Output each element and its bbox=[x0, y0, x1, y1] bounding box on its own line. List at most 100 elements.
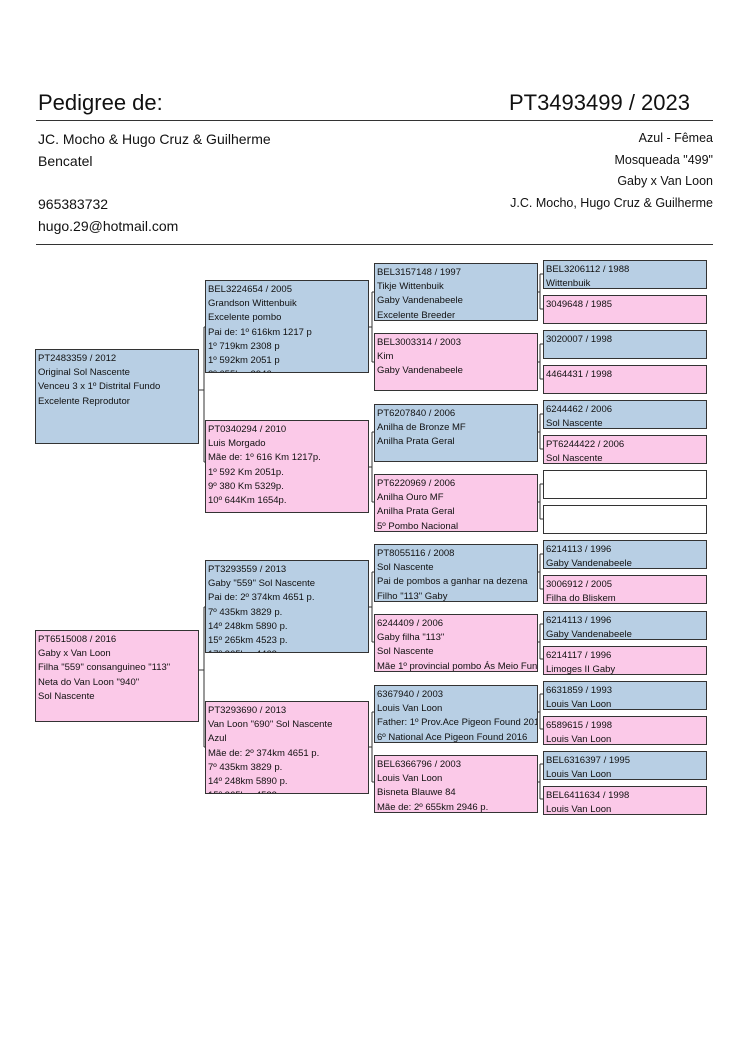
pedigree-line: Mãe de: 2º 374km 4651 p. bbox=[208, 747, 320, 759]
pedigree-line: 4464431 / 1998 bbox=[546, 369, 613, 380]
pedigree-line: Excelente pombo bbox=[208, 312, 282, 324]
pedigree-line: Louis Van Loon bbox=[377, 703, 443, 715]
gen4-box-8-empty bbox=[543, 505, 707, 534]
pedigree-line: PT3293690 / 2013 bbox=[208, 705, 287, 716]
pedigree-line: Louis Van Loon bbox=[546, 699, 612, 710]
pedigree-line: 17º 265km 4463 p. bbox=[208, 648, 368, 652]
pedigree-line: PT8055116 / 2008 bbox=[377, 548, 455, 559]
owner-name-line2: Bencatel bbox=[38, 153, 93, 169]
pedigree-line: PT6207840 / 2006 bbox=[377, 408, 456, 419]
pedigree-line: Mãe de: 2º 655km 2946 p. bbox=[377, 801, 489, 813]
pedigree-line: 7º 435km 3829 p. bbox=[208, 761, 283, 773]
pedigree-line: Pai de: 2º 374km 4651 p. bbox=[208, 592, 315, 604]
pedigree-line: PT6220969 / 2006 bbox=[377, 478, 456, 489]
pedigree-line: Pai de pombos a ganhar na dezena bbox=[377, 576, 528, 588]
pedigree-line: Gaby Vandenabeele bbox=[377, 365, 463, 377]
pedigree-line: BEL3003314 / 2003 bbox=[377, 337, 461, 348]
pedigree-line: Gaby filha "113" bbox=[377, 632, 445, 644]
pedigree-line: Pai de: 1º 616km 1217 p bbox=[208, 326, 312, 338]
pedigree-line: 15º 265km 4523 p. bbox=[208, 789, 368, 793]
pedigree-line: Mãe de: 1º 616 Km 1217p. bbox=[208, 452, 321, 464]
bird-color-sex: Azul - Fêmea bbox=[638, 131, 713, 145]
pedigree-line: Van Loon "690" Sol Nascente bbox=[208, 719, 333, 731]
page-title: Pedigree de: bbox=[38, 90, 163, 115]
pedigree-line: 6244462 / 2006 bbox=[546, 404, 613, 415]
owner-email: hugo.29@hotmail.com bbox=[38, 218, 179, 234]
pedigree-line: 1º 592 Km 2051p. bbox=[208, 466, 284, 478]
pedigree-line: Sol Nascente bbox=[377, 646, 434, 658]
gen4-box-3: 3020007 / 1998 bbox=[543, 330, 707, 359]
bird-info: Azul - Fêmea Mosqueada "499" Gaby x Van … bbox=[510, 128, 713, 214]
pedigree-line: Gaby Vandenabeele bbox=[546, 629, 632, 640]
pedigree-line: Gaby Vandenabeele bbox=[377, 295, 463, 307]
pedigree-line: Sol Nascente bbox=[546, 418, 603, 429]
pedigree-line: BEL6316397 / 1995 bbox=[546, 755, 630, 766]
pedigree-line: 1º 719km 2308 p bbox=[208, 340, 280, 352]
pedigree-line: Limoges II Gaby bbox=[546, 664, 616, 675]
pedigree-line: Excelente Reprodutor bbox=[38, 395, 130, 407]
gen4-box-7-empty bbox=[543, 470, 707, 499]
ring-number: PT3493499 / 2023 bbox=[508, 90, 690, 115]
pedigree-line: Filha "559" consanguineo "113" bbox=[38, 662, 171, 674]
pedigree-line: Excelente Breeder bbox=[377, 309, 456, 321]
pedigree-line: Venceu 3 x 1º Distrital Fundo bbox=[38, 381, 161, 393]
pedigree-line: PT0340294 / 2010 bbox=[208, 424, 287, 435]
pedigree-line: 3006912 / 2005 bbox=[546, 579, 613, 590]
pedigree-line: 2º 655km 2946 p bbox=[208, 368, 368, 372]
pedigree-line: Tikje Wittenbuik bbox=[377, 281, 444, 293]
pedigree-line: 6631859 / 1993 bbox=[546, 685, 613, 696]
header-divider bbox=[36, 120, 713, 121]
pedigree-line: BEL3224654 / 2005 bbox=[208, 284, 292, 295]
pedigree-line: Gaby Vandenabeele bbox=[546, 558, 632, 569]
pedigree-line: PT2483359 / 2012 bbox=[38, 353, 117, 364]
pedigree-line: Anilha Ouro MF bbox=[377, 492, 444, 504]
pedigree-line: 6367940 / 2003 bbox=[377, 689, 444, 700]
pedigree-line: Louis Van Loon bbox=[546, 804, 612, 815]
pedigree-line: BEL3206112 / 1988 bbox=[546, 264, 630, 275]
pedigree-line: Sol Nascente bbox=[546, 453, 603, 464]
pedigree-line: Sol Nascente bbox=[377, 562, 434, 574]
bird-name: Mosqueada "499" bbox=[614, 152, 713, 167]
pedigree-line: 3020007 / 1998 bbox=[546, 334, 613, 345]
pedigree-line: 15º 265km 4523 p. bbox=[208, 635, 288, 647]
pedigree-line: Original Sol Nascente bbox=[38, 367, 130, 379]
gen4-box-4: 4464431 / 1998 bbox=[543, 365, 707, 394]
pedigree-line: Azul bbox=[208, 733, 227, 745]
pedigree-line: 1º 592km 2051 p bbox=[208, 355, 280, 367]
pedigree-line: Father: 1º Prov.Ace Pigeon Found 2016 bbox=[377, 717, 538, 729]
pedigree-line: Mãe 1º provincial pombo Ás Meio Fundo bbox=[377, 660, 538, 672]
pedigree-line: 6589615 / 1998 bbox=[546, 720, 613, 731]
gen4-box-2: 3049648 / 1985 bbox=[543, 295, 707, 324]
pedigree-line: BEL6366796 / 2003 bbox=[377, 759, 461, 770]
pedigree-line: Neta do Van Loon "940" bbox=[38, 676, 140, 688]
owner-name-line1: JC. Mocho & Hugo Cruz & Guilherme bbox=[38, 131, 271, 147]
pedigree-line: Anilha Prata Geral bbox=[377, 436, 455, 448]
pedigree-line: PT6515008 / 2016 bbox=[38, 634, 117, 645]
pedigree-line: 9º 380 Km 5329p. bbox=[208, 480, 284, 492]
pedigree-line: Louis Van Loon bbox=[546, 734, 612, 745]
pedigree-line: 6º National Ace Pigeon Found 2016 bbox=[377, 731, 528, 743]
pedigree-line: 14º 248km 5890 p. bbox=[208, 776, 288, 788]
pedigree-line: Filha do Bliskem bbox=[546, 593, 616, 604]
pedigree-line: Gaby "559" Sol Nascente bbox=[208, 578, 316, 590]
pedigree-line: 3049648 / 1985 bbox=[546, 299, 613, 310]
pedigree-line: 6214113 / 1996 bbox=[546, 615, 612, 626]
